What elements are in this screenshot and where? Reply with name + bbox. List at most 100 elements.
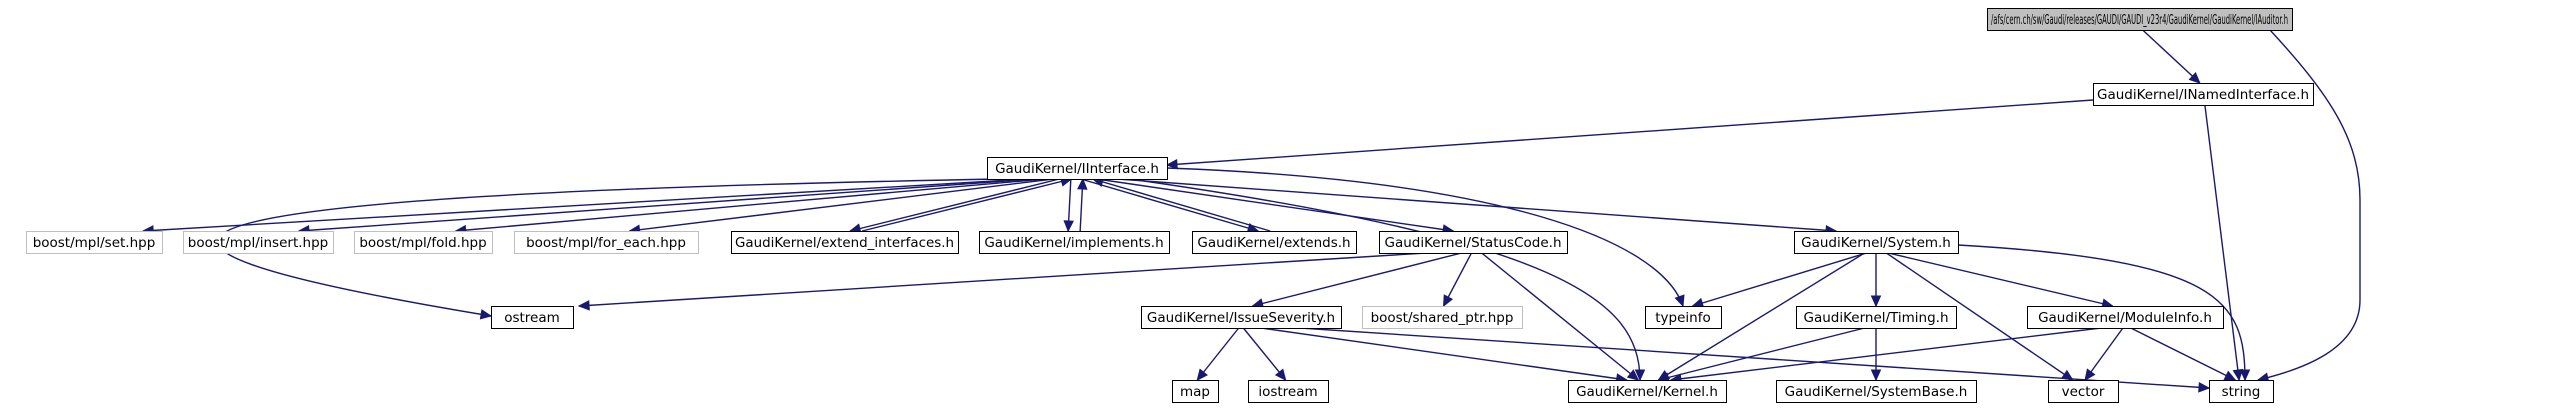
node-moduleinfo-label: GaudiKernel/ModuleInfo.h <box>2038 310 2212 326</box>
edge-statuscode-to-kernel <box>1481 252 1640 381</box>
edge-system-to-vector-line <box>1885 252 2074 381</box>
node-extend-interfaces-box <box>731 231 959 254</box>
node-kernel-box <box>1568 380 1727 403</box>
node-iinterface[interactable]: GaudiKernel/IInterface.h <box>987 157 1168 180</box>
node-string-box <box>2209 380 2274 403</box>
node-map-box <box>1172 380 1219 403</box>
edge-issueseverity-to-iostream <box>1242 327 1287 381</box>
edge-iinterface-to-mpl-set-line <box>143 178 1028 232</box>
node-mpl-for-each: boost/mpl/for_each.hpp <box>514 231 699 254</box>
edge-issueseverity-to-string <box>1299 327 2211 393</box>
edge-iauditor-to-string-line <box>2257 29 2361 381</box>
node-moduleinfo-box <box>2027 306 2224 329</box>
edge-iauditor-to-inamedinterface-arrowhead <box>2188 71 2201 84</box>
edge-statuscode-to-issueseverity-line <box>1252 252 1462 307</box>
node-extends-label: GaudiKernel/extends.h <box>1197 235 1350 251</box>
node-mpl-fold: boost/mpl/fold.hpp <box>354 231 493 254</box>
edge-statuscode-to-ostream-line <box>579 252 1426 307</box>
edge-inamedinterface-to-iinterface-line <box>1166 99 2094 166</box>
edge-issueseverity-to-map-arrowhead <box>1196 368 1208 381</box>
edge-iinterface-to-system <box>1116 178 1838 236</box>
node-implements[interactable]: GaudiKernel/implements.h <box>979 231 1170 254</box>
edge-iauditor-to-string <box>2256 29 2361 383</box>
edge-system-to-typeinfo-line <box>1692 252 1867 307</box>
node-typeinfo: typeinfo <box>1645 306 1722 329</box>
edge-iauditor-to-inamedinterface-line <box>2142 29 2201 84</box>
node-iauditor-box <box>1987 8 2293 31</box>
edge-inamedinterface-to-string-arrowhead <box>2232 368 2244 382</box>
edge-implements-to-iinterface <box>1077 177 1088 232</box>
node-statuscode[interactable]: GaudiKernel/StatusCode.h <box>1379 231 1568 254</box>
node-systembase[interactable]: GaudiKernel/SystemBase.h <box>1776 380 1977 403</box>
edge-iinterface-to-kernel-arrowhead <box>1634 369 1646 382</box>
node-shared-ptr: boost/shared_ptr.hpp <box>1362 306 1523 329</box>
edge-statuscode-to-shared-ptr <box>1442 252 1473 308</box>
edge-iinterface-to-extend-interfaces-line <box>849 178 1060 232</box>
edge-iinterface-to-mpl-insert-line <box>298 178 1037 232</box>
node-issueseverity-label: GaudiKernel/IssueSeverity.h <box>1147 310 1335 326</box>
node-mpl-insert-label: boost/mpl/insert.hpp <box>188 235 328 251</box>
edge-extends-to-iinterface <box>1091 176 1271 232</box>
edge-issueseverity-to-kernel <box>1261 327 1628 384</box>
node-iostream: iostream <box>1248 380 1329 403</box>
edge-iinterface-to-ostream-line <box>216 178 1001 317</box>
edge-timing-to-kernel <box>1657 327 1865 383</box>
edge-moduleinfo-to-string <box>2130 327 2237 381</box>
edge-iinterface-to-typeinfo-arrowhead <box>1674 294 1685 308</box>
node-iauditor-label: /afs/cern.ch/sw/Gaudi/releases/GAUDI/GAU… <box>1991 12 2288 28</box>
node-inamedinterface-box <box>2093 83 2314 106</box>
node-vector: vector <box>2048 380 2119 403</box>
node-statuscode-box <box>1379 231 1568 254</box>
edge-statuscode-to-shared-ptr-arrowhead <box>1442 294 1454 308</box>
node-extend-interfaces-label: GaudiKernel/extend_interfaces.h <box>735 235 954 251</box>
edge-iinterface-to-typeinfo-line <box>1166 167 1684 307</box>
node-system[interactable]: GaudiKernel/System.h <box>1794 231 1959 254</box>
node-implements-box <box>979 231 1170 254</box>
edge-moduleinfo-to-vector-arrowhead <box>2084 368 2096 381</box>
node-ostream: ostream <box>491 306 574 329</box>
node-extends[interactable]: GaudiKernel/extends.h <box>1192 231 1357 254</box>
edge-iinterface-to-system-line <box>1116 178 1837 232</box>
edge-system-to-timing-arrowhead <box>1870 295 1882 308</box>
node-moduleinfo[interactable]: GaudiKernel/ModuleInfo.h <box>2027 306 2224 329</box>
node-mpl-for-each-box <box>514 231 699 254</box>
edge-system-to-timing <box>1870 253 1882 308</box>
node-issueseverity-box <box>1141 306 1342 329</box>
edge-system-to-moduleinfo <box>1888 252 2114 309</box>
node-extend-interfaces[interactable]: GaudiKernel/extend_interfaces.h <box>731 231 959 254</box>
edge-issueseverity-to-iostream-arrowhead <box>1274 368 1287 381</box>
edge-statuscode-to-ostream-arrowhead <box>577 300 590 311</box>
edge-timing-to-systembase-arrowhead <box>1870 369 1882 382</box>
node-inamedinterface[interactable]: GaudiKernel/INamedInterface.h <box>2093 83 2314 106</box>
edge-iinterface-to-ostream <box>216 178 1001 320</box>
node-mpl-set: boost/mpl/set.hpp <box>26 231 163 254</box>
node-mpl-fold-label: boost/mpl/fold.hpp <box>359 235 486 251</box>
node-statuscode-label: GaudiKernel/StatusCode.h <box>1385 235 1562 251</box>
edge-system-to-kernel-line <box>1658 252 1865 381</box>
edge-iinterface-to-extends-line <box>1080 178 1259 232</box>
node-mpl-for-each-label: boost/mpl/for_each.hpp <box>526 235 686 251</box>
edge-inamedinterface-to-iinterface <box>1165 99 2094 170</box>
node-system-box <box>1794 231 1959 254</box>
node-kernel[interactable]: GaudiKernel/Kernel.h <box>1568 380 1727 403</box>
edge-implements-to-iinterface-arrowhead <box>1077 177 1088 190</box>
node-timing-box <box>1796 306 1957 329</box>
node-vector-box <box>2048 380 2119 403</box>
edge-system-to-typeinfo <box>1691 252 1867 308</box>
node-iinterface-label: GaudiKernel/IInterface.h <box>995 161 1159 177</box>
node-shared-ptr-box <box>1362 306 1523 329</box>
node-typeinfo-box <box>1645 306 1722 329</box>
edge-moduleinfo-to-vector <box>2084 327 2124 381</box>
edge-extends-to-iinterface-line <box>1092 178 1271 232</box>
edge-iinterface-to-ostream-arrowhead <box>479 309 493 320</box>
edge-moduleinfo-to-string-line <box>2130 327 2236 381</box>
node-kernel-label: GaudiKernel/Kernel.h <box>1576 384 1718 400</box>
edge-iinterface-to-kernel-line <box>1129 178 1641 381</box>
node-iauditor: /afs/cern.ch/sw/Gaudi/releases/GAUDI/GAU… <box>1987 8 2293 31</box>
node-issueseverity[interactable]: GaudiKernel/IssueSeverity.h <box>1141 306 1342 329</box>
edge-iauditor-to-inamedinterface <box>2142 29 2201 84</box>
node-ostream-box <box>491 306 574 329</box>
edge-moduleinfo-to-string-arrowhead <box>2223 370 2237 381</box>
edge-timing-to-systembase <box>1870 328 1882 382</box>
node-timing[interactable]: GaudiKernel/Timing.h <box>1796 306 1957 329</box>
